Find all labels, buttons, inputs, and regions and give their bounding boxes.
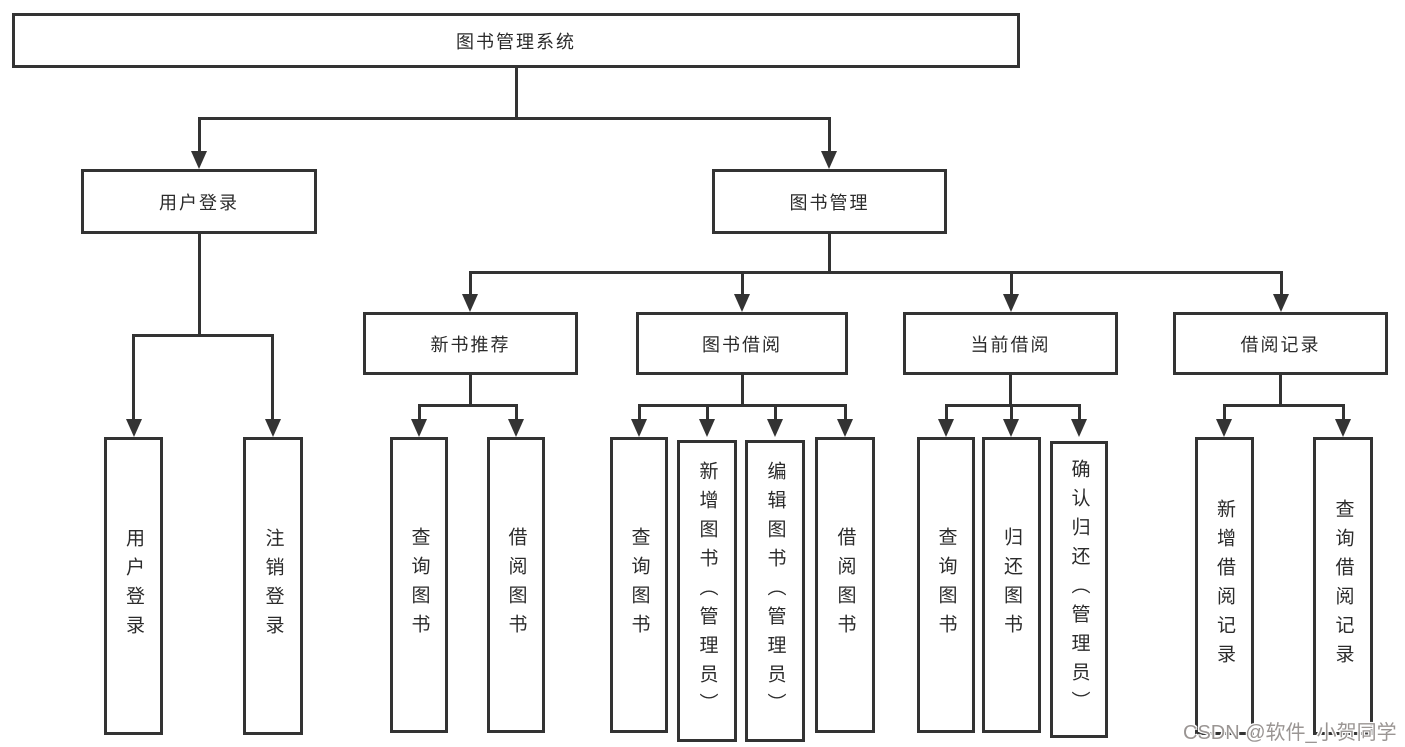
arrow-line-query-books-1: [418, 404, 421, 421]
node-book-management: 图书管理: [712, 169, 947, 234]
arrow-head-query-borrow-record: [1335, 419, 1351, 437]
node-borrow-records: 借阅记录: [1173, 312, 1388, 375]
conn-new-book-trunk: [469, 373, 472, 407]
arrow-head-leaf-user-login: [126, 419, 142, 437]
arrow-head-new-book-recommend: [462, 294, 478, 312]
arrow-head-borrow-books-1: [508, 419, 524, 437]
conn-borrow-records-trunk: [1279, 373, 1282, 407]
conn-user-login-branch: [132, 334, 274, 337]
arrow-line-book-borrow: [741, 271, 744, 296]
arrow-line-book-management: [828, 117, 831, 153]
arrow-line-query-books-2: [638, 404, 641, 421]
conn-book-borrow-trunk: [741, 373, 744, 407]
node-label: 编辑图书（管理员）: [764, 460, 786, 722]
arrow-head-book-borrow: [734, 294, 750, 312]
node-label: 图书借阅: [702, 334, 782, 355]
arrow-line-query-books-3: [945, 404, 948, 421]
node-leaf-borrow-books-1: 借阅图书: [487, 437, 545, 733]
arrow-head-leaf-logout: [265, 419, 281, 437]
arrow-line-leaf-user-login: [132, 334, 135, 421]
arrow-head-confirm-return-admin: [1071, 419, 1087, 437]
conn-root-branch: [198, 117, 831, 120]
csdn-watermark: CSDN @软件_小贺同学: [1183, 722, 1397, 744]
conn-book-mgmt-trunk: [828, 232, 831, 274]
arrow-line-current-borrow: [1010, 271, 1013, 296]
arrow-line-query-borrow-record: [1342, 404, 1345, 421]
node-label: 新增图书（管理员）: [696, 460, 718, 722]
node-leaf-confirm-return-admin: 确认归还（管理员）: [1050, 441, 1108, 738]
node-leaf-borrow-books-2: 借阅图书: [815, 437, 875, 733]
node-new-book-recommend: 新书推荐: [363, 312, 578, 375]
arrow-head-current-borrow: [1003, 294, 1019, 312]
node-label: 图书管理系统: [456, 31, 576, 52]
node-leaf-query-books-2: 查询图书: [610, 437, 668, 733]
arrow-line-new-book-recommend: [469, 271, 472, 296]
arrow-line-confirm-return-admin: [1078, 404, 1081, 421]
node-label: 用户登录: [123, 528, 144, 644]
node-label: 注销登录: [262, 528, 284, 644]
node-leaf-query-books-3: 查询图书: [917, 437, 975, 733]
conn-root-trunk: [515, 66, 518, 119]
node-leaf-return-book: 归还图书: [982, 437, 1041, 733]
node-label: 归还图书: [1001, 527, 1022, 643]
arrow-head-query-books-1: [411, 419, 427, 437]
node-label: 图书管理: [789, 192, 870, 213]
arrow-line-user-login: [198, 117, 201, 153]
node-label: 查询借阅记录: [1332, 499, 1354, 673]
arrow-head-edit-book-admin: [767, 419, 783, 437]
node-label: 查询图书: [628, 527, 650, 643]
arrow-line-add-book-admin: [706, 404, 709, 421]
arrow-head-book-management: [821, 151, 837, 169]
arrow-head-query-books-2: [631, 419, 647, 437]
conn-new-book-branch: [418, 404, 518, 407]
node-leaf-edit-book-admin: 编辑图书（管理员）: [745, 440, 805, 742]
node-label: 借阅图书: [505, 527, 527, 643]
conn-borrow-records-branch: [1223, 404, 1345, 407]
node-leaf-query-books-1: 查询图书: [390, 437, 448, 733]
arrow-line-add-borrow-record: [1223, 404, 1226, 421]
node-label: 借阅图书: [834, 527, 856, 643]
node-label: 用户登录: [159, 192, 239, 213]
conn-book-mgmt-branch: [469, 271, 1282, 274]
node-label: 新书推荐: [430, 334, 511, 355]
node-leaf-add-borrow-record: 新增借阅记录: [1195, 437, 1254, 735]
node-label: 借阅记录: [1240, 334, 1321, 355]
node-label: 确认归还（管理员）: [1068, 459, 1090, 720]
arrow-line-borrow-records: [1280, 271, 1283, 296]
node-label: 新增借阅记录: [1214, 499, 1235, 673]
arrow-line-return-book: [1010, 404, 1013, 421]
arrow-line-leaf-logout: [271, 334, 274, 421]
node-book-borrow: 图书借阅: [636, 312, 848, 375]
node-library-management-system: 图书管理系统: [12, 13, 1020, 68]
arrow-head-borrow-records: [1273, 294, 1289, 312]
arrow-head-query-books-3: [938, 419, 954, 437]
conn-user-login-trunk: [198, 232, 201, 337]
arrow-head-add-borrow-record: [1216, 419, 1232, 437]
arrow-line-borrow-books-2: [844, 404, 847, 421]
conn-current-borrow-branch: [945, 404, 1081, 407]
arrow-head-borrow-books-2: [837, 419, 853, 437]
node-leaf-logout: 注销登录: [243, 437, 303, 735]
arrow-head-add-book-admin: [699, 419, 715, 437]
node-label: 查询图书: [408, 527, 430, 643]
conn-current-borrow-trunk: [1009, 373, 1012, 407]
node-current-borrow: 当前借阅: [903, 312, 1118, 375]
node-user-login: 用户登录: [81, 169, 317, 234]
node-label: 当前借阅: [970, 334, 1051, 355]
arrow-head-return-book: [1003, 419, 1019, 437]
node-leaf-user-login: 用户登录: [104, 437, 163, 735]
node-leaf-query-borrow-record: 查询借阅记录: [1313, 437, 1373, 735]
arrow-head-user-login: [191, 151, 207, 169]
conn-book-borrow-branch: [638, 404, 847, 407]
node-label: 查询图书: [935, 527, 957, 643]
node-leaf-add-book-admin: 新增图书（管理员）: [677, 440, 737, 742]
arrow-line-borrow-books-1: [515, 404, 518, 421]
arrow-line-edit-book-admin: [774, 404, 777, 421]
